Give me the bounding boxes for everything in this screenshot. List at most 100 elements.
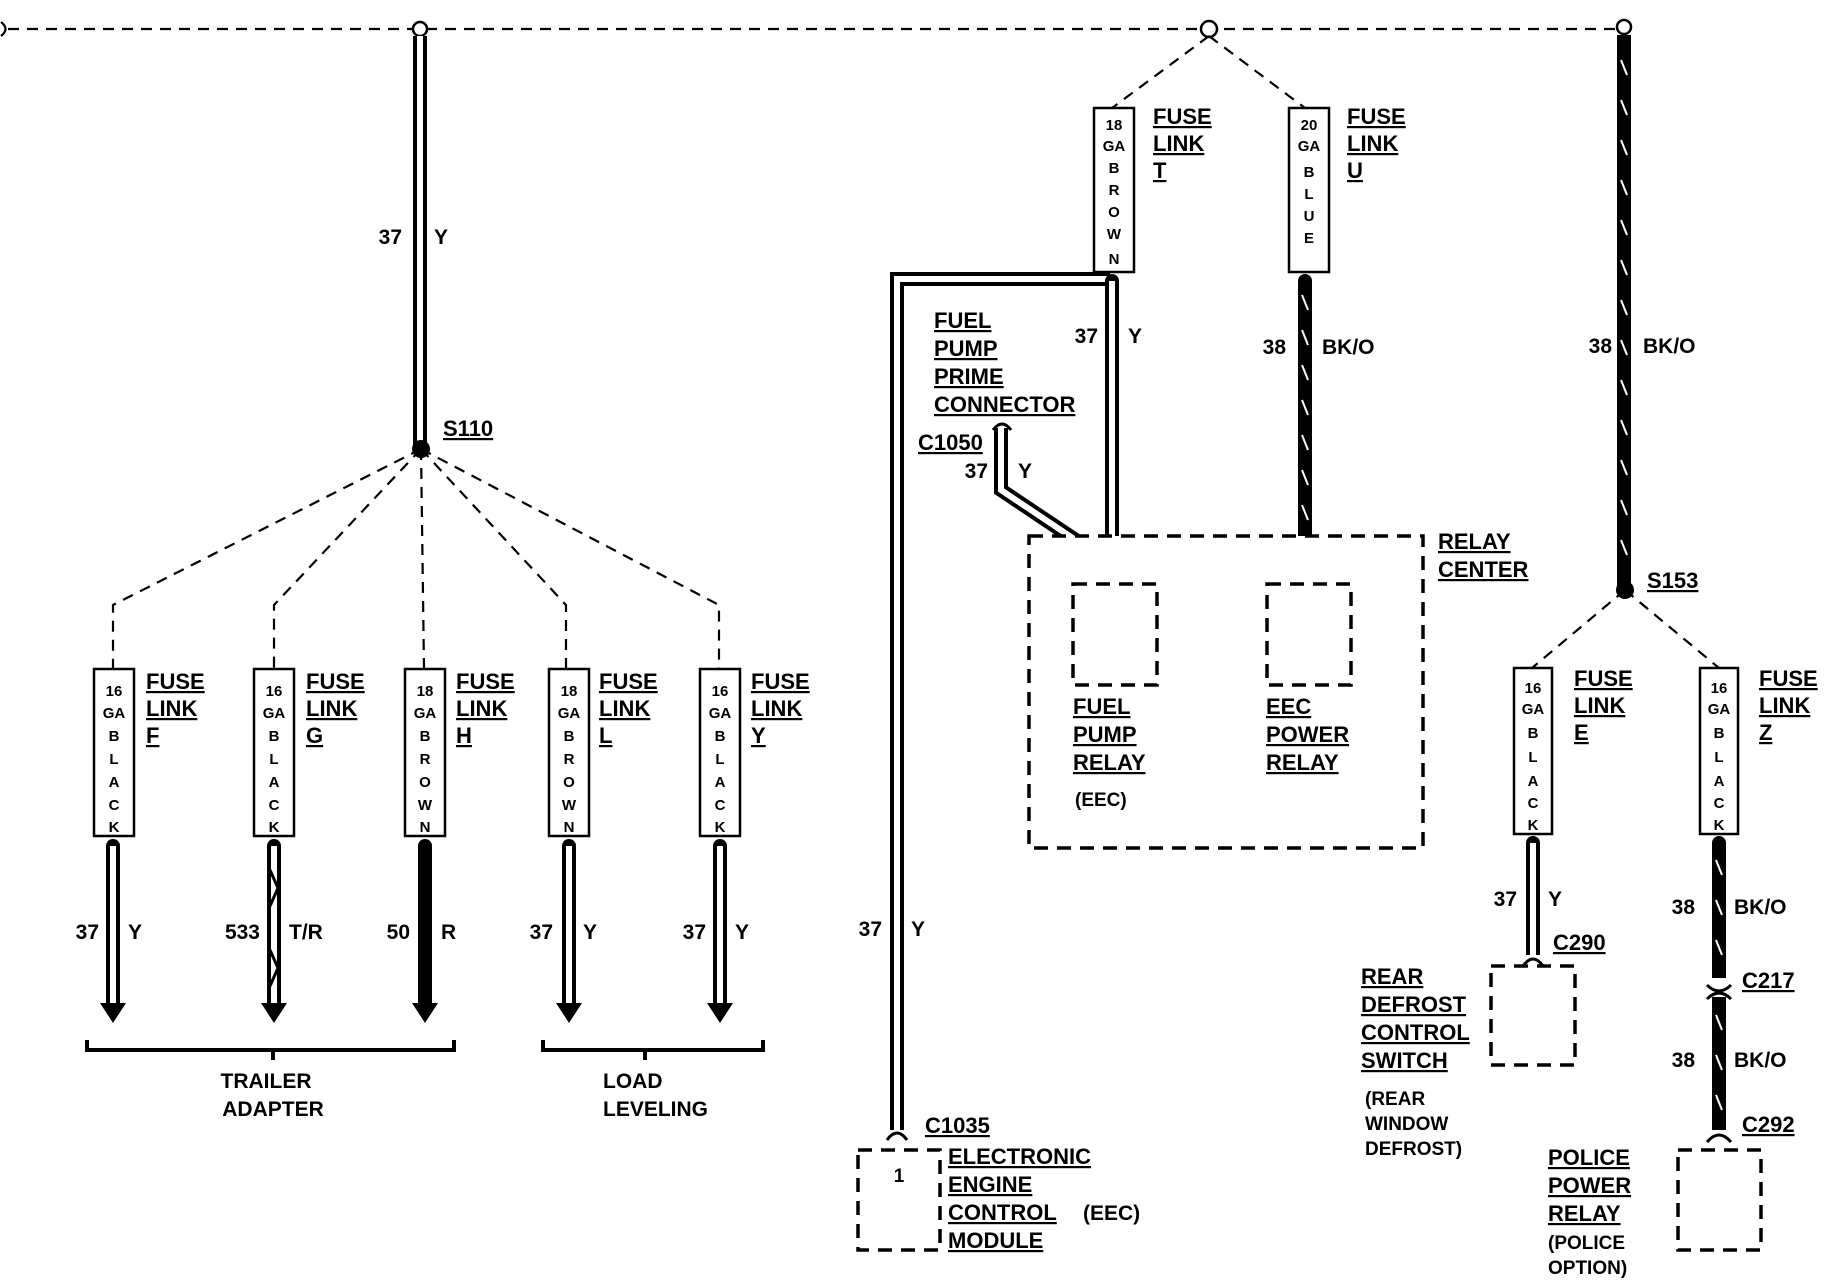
svg-text:BK/O: BK/O <box>1734 1049 1787 1072</box>
wire-trailer-g: 533 T/R <box>225 839 323 1023</box>
svg-text:18: 18 <box>417 683 434 700</box>
svg-text:WINDOW: WINDOW <box>1365 1114 1448 1135</box>
svg-text:GA: GA <box>1522 701 1545 718</box>
svg-text:Y: Y <box>583 921 597 944</box>
svg-text:A: A <box>269 774 280 791</box>
svg-text:(POLICE: (POLICE <box>1548 1233 1625 1254</box>
splice-s110-label: S110 <box>443 416 493 441</box>
svg-text:LINK: LINK <box>1574 693 1625 718</box>
fuel-pump-relay: FUEL PUMP RELAY (EEC) <box>1071 582 1159 811</box>
svg-text:S153: S153 <box>1647 568 1698 593</box>
wire-police-lower: 38 BK/O C292 <box>1672 991 1795 1144</box>
svg-text:16: 16 <box>1525 680 1542 697</box>
svg-text:FUSE: FUSE <box>1153 104 1212 129</box>
svg-text:K: K <box>1714 817 1725 834</box>
svg-text:K: K <box>1528 817 1539 834</box>
svg-text:E: E <box>1574 720 1589 745</box>
connector-c1035-label: C1035 <box>925 1113 990 1138</box>
svg-text:LINK: LINK <box>1759 693 1810 718</box>
svg-text:T: T <box>1153 158 1167 183</box>
svg-text:(REAR: (REAR <box>1365 1089 1425 1110</box>
svg-text:C: C <box>1528 795 1539 812</box>
wire-load-y: 37 Y <box>683 839 749 1023</box>
fuel-pump-prime-connector-label: FUEL PUMP PRIME CONNECTOR C1050 <box>918 308 1075 455</box>
svg-text:38: 38 <box>1672 1049 1696 1072</box>
wire-trailer-h: 50 R <box>387 839 456 1023</box>
svg-text:GA: GA <box>1708 701 1731 718</box>
svg-text:R: R <box>564 751 575 768</box>
svg-text:38: 38 <box>1672 896 1696 919</box>
svg-text:16: 16 <box>106 683 123 700</box>
fuse-link-e: 16 GA B L A C K FUSE LINK E <box>1512 666 1633 836</box>
svg-text:DEFROST: DEFROST <box>1361 992 1467 1017</box>
svg-text:BK/O: BK/O <box>1734 896 1787 919</box>
fuse-link-g: 16 GA B L A C K FUSE LINK G <box>252 667 365 838</box>
svg-text:16: 16 <box>712 683 729 700</box>
svg-text:18: 18 <box>561 683 578 700</box>
svg-text:PRIME: PRIME <box>934 364 1004 389</box>
svg-text:C: C <box>109 797 120 814</box>
svg-text:Y: Y <box>751 723 766 748</box>
svg-text:A: A <box>715 774 726 791</box>
svg-text:CENTER: CENTER <box>1438 557 1529 582</box>
svg-text:U: U <box>1304 208 1315 225</box>
svg-text:SWITCH: SWITCH <box>1361 1048 1448 1073</box>
svg-text:FUSE: FUSE <box>456 669 515 694</box>
svg-text:LEVELING: LEVELING <box>603 1098 708 1121</box>
svg-text:L: L <box>1528 749 1537 766</box>
svg-text:50: 50 <box>387 921 410 944</box>
svg-text:N: N <box>1109 251 1120 268</box>
svg-text:GA: GA <box>263 705 286 722</box>
svg-text:FUSE: FUSE <box>1759 666 1818 691</box>
svg-text:FUSE: FUSE <box>1574 666 1633 691</box>
svg-text:37: 37 <box>859 918 882 941</box>
svg-text:U: U <box>1347 158 1363 183</box>
svg-text:T/R: T/R <box>289 921 323 944</box>
svg-text:RELAY: RELAY <box>1548 1201 1621 1226</box>
svg-text:LINK: LINK <box>751 696 802 721</box>
fuse-link-u: 20 GA B L U E FUSE LINK U <box>1287 104 1406 274</box>
wire-right-feed: 38 BK/O <box>1589 35 1696 586</box>
svg-text:O: O <box>563 774 575 791</box>
svg-text:O: O <box>1108 204 1120 221</box>
svg-text:L: L <box>715 751 724 768</box>
splice-s153: S153 <box>1531 568 1720 669</box>
svg-text:N: N <box>420 819 431 836</box>
svg-text:37: 37 <box>1075 325 1098 348</box>
svg-text:POWER: POWER <box>1548 1173 1631 1198</box>
svg-text:37: 37 <box>965 460 988 483</box>
eec-module: 1 C1035 ELECTRONIC ENGINE CONTROL MODULE… <box>856 1113 1140 1253</box>
fuse-link-y: 16 GA B L A C K FUSE LINK Y <box>698 667 810 838</box>
wire-eec-relay-feed: 38 BK/O <box>1263 274 1375 574</box>
main-feed-circuit: 37 <box>379 226 402 249</box>
connector-c292-label: C292 <box>1742 1112 1795 1137</box>
svg-text:38: 38 <box>1589 335 1613 358</box>
svg-text:FUEL: FUEL <box>934 308 991 333</box>
svg-text:LINK: LINK <box>456 696 507 721</box>
svg-text:A: A <box>1714 773 1725 790</box>
eec-power-relay: EEC POWER RELAY <box>1265 582 1353 775</box>
svg-text:K: K <box>269 819 280 836</box>
wire-trailer-f: 37 Y <box>76 839 142 1023</box>
svg-text:B: B <box>1304 164 1315 181</box>
svg-text:R: R <box>441 921 456 944</box>
svg-text:(EEC): (EEC) <box>1083 1202 1140 1225</box>
svg-text:37: 37 <box>1494 888 1517 911</box>
svg-text:GA: GA <box>103 705 126 722</box>
svg-text:Y: Y <box>735 921 749 944</box>
svg-text:N: N <box>564 819 575 836</box>
fuse-link-h: 18 GA B R O W N FUSE LINK H <box>403 667 515 838</box>
svg-text:R: R <box>420 751 431 768</box>
svg-text:GA: GA <box>1298 138 1321 155</box>
wire-load-l: 37 Y <box>530 839 597 1023</box>
svg-text:Z: Z <box>1759 720 1772 745</box>
wire-police-upper: 38 BK/O C217 <box>1672 836 1795 993</box>
svg-text:RELAY: RELAY <box>1438 529 1511 554</box>
svg-text:L: L <box>269 751 278 768</box>
svg-text:H: H <box>456 723 472 748</box>
svg-text:Y: Y <box>911 918 925 941</box>
svg-text:16: 16 <box>266 683 283 700</box>
svg-text:37: 37 <box>76 921 99 944</box>
svg-text:37: 37 <box>683 921 706 944</box>
